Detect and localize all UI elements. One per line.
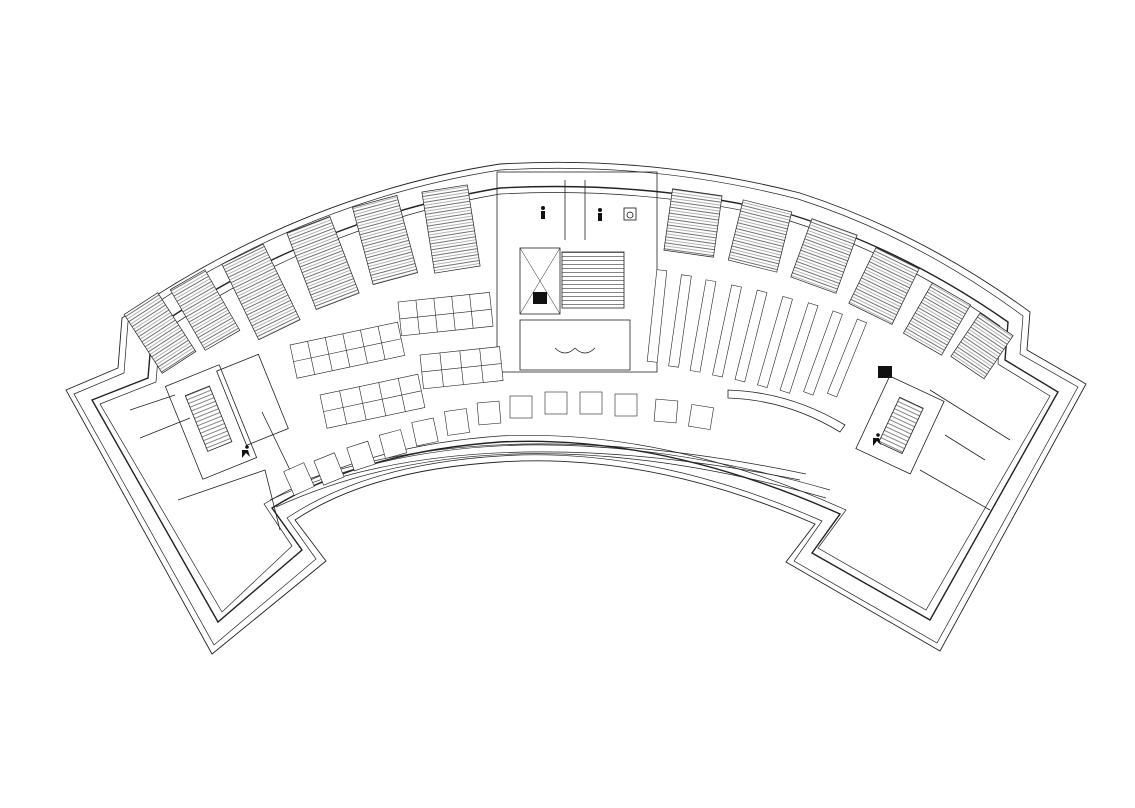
male-restroom-icon <box>541 206 545 219</box>
shelf-bay-r3 <box>790 218 858 294</box>
workstation-5 <box>411 417 439 447</box>
right-wing <box>727 375 1011 511</box>
elevator-cross-2 <box>519 247 561 315</box>
left-stair-core <box>164 364 258 480</box>
reading-table-1 <box>646 269 668 363</box>
facade-arc-2 <box>275 453 827 508</box>
desk-cluster-1 <box>289 321 406 379</box>
elevator-icon-right <box>878 366 892 378</box>
right-reading-tables <box>646 269 868 398</box>
central-lobby <box>519 319 631 371</box>
right-room-dividers <box>919 389 1011 511</box>
central-stair <box>561 251 625 309</box>
left-wing <box>129 353 291 531</box>
left-stair-treads <box>184 385 233 452</box>
left-room-divider <box>129 394 291 531</box>
female-restroom-icon <box>598 208 602 221</box>
right-shelving <box>663 188 1014 380</box>
right-stair-core <box>855 375 945 475</box>
elevator-shaft <box>519 247 561 315</box>
reading-table-8 <box>803 310 843 396</box>
workstation-8 <box>509 395 533 419</box>
right-stair-treads <box>878 396 924 455</box>
reading-table-9 <box>826 318 868 398</box>
reading-table-4 <box>712 284 742 378</box>
restroom-icons <box>242 206 892 458</box>
emergency-exit-icon-left <box>242 445 250 458</box>
shelf-bay-r4 <box>848 247 920 325</box>
desk-clusters <box>289 292 504 429</box>
workstation-2 <box>313 452 345 486</box>
reading-table-2 <box>668 274 692 368</box>
workstation-10 <box>579 391 603 415</box>
workstation-12 <box>653 398 679 424</box>
reading-table-3 <box>689 279 717 373</box>
shelf-bay-l5 <box>352 194 418 286</box>
desk-cluster-3 <box>397 292 494 337</box>
shelf-bay-r1 <box>663 188 723 258</box>
inner-wall-line-2 <box>99 192 1051 613</box>
shelf-bay-l1 <box>123 292 197 374</box>
outer-wall-line-2 <box>73 167 1079 646</box>
desk-cluster-2 <box>319 373 426 429</box>
workstation-row <box>283 391 714 496</box>
workstation-9 <box>544 391 568 415</box>
desk-cluster-4 <box>419 346 504 390</box>
inner-wall-line-1 <box>90 185 1059 624</box>
outer-wall-line-1 <box>65 161 1087 655</box>
workstation-1 <box>283 462 315 496</box>
workstation-6 <box>444 408 470 436</box>
reading-table-5 <box>734 289 768 383</box>
shelf-bay-r6 <box>950 312 1014 380</box>
shelf-bay-r2 <box>727 199 793 273</box>
workstation-13 <box>688 404 714 430</box>
shelf-bay-l3 <box>221 243 301 341</box>
central-core <box>496 171 658 373</box>
service-desk <box>727 389 846 433</box>
facade-arc-4 <box>305 451 801 489</box>
shelf-bay-l2 <box>169 269 241 351</box>
emergency-exit-icon-right <box>873 433 881 446</box>
workstation-7 <box>476 400 502 426</box>
left-shelving <box>123 184 481 374</box>
outer-walls <box>65 161 1087 655</box>
left-service-room <box>216 353 289 446</box>
shelf-bay-l6 <box>421 184 481 274</box>
workstation-3 <box>346 440 376 472</box>
workstation-4 <box>378 429 408 459</box>
shelf-bay-r5 <box>902 282 972 356</box>
lobby-doors <box>554 347 596 354</box>
elevator-icon-left <box>533 292 547 304</box>
reading-table-6 <box>757 296 793 388</box>
shelf-bay-l4 <box>286 216 360 310</box>
accessible-restroom-icon <box>623 207 637 221</box>
reading-table-7 <box>779 302 819 394</box>
workstation-11 <box>614 393 638 417</box>
